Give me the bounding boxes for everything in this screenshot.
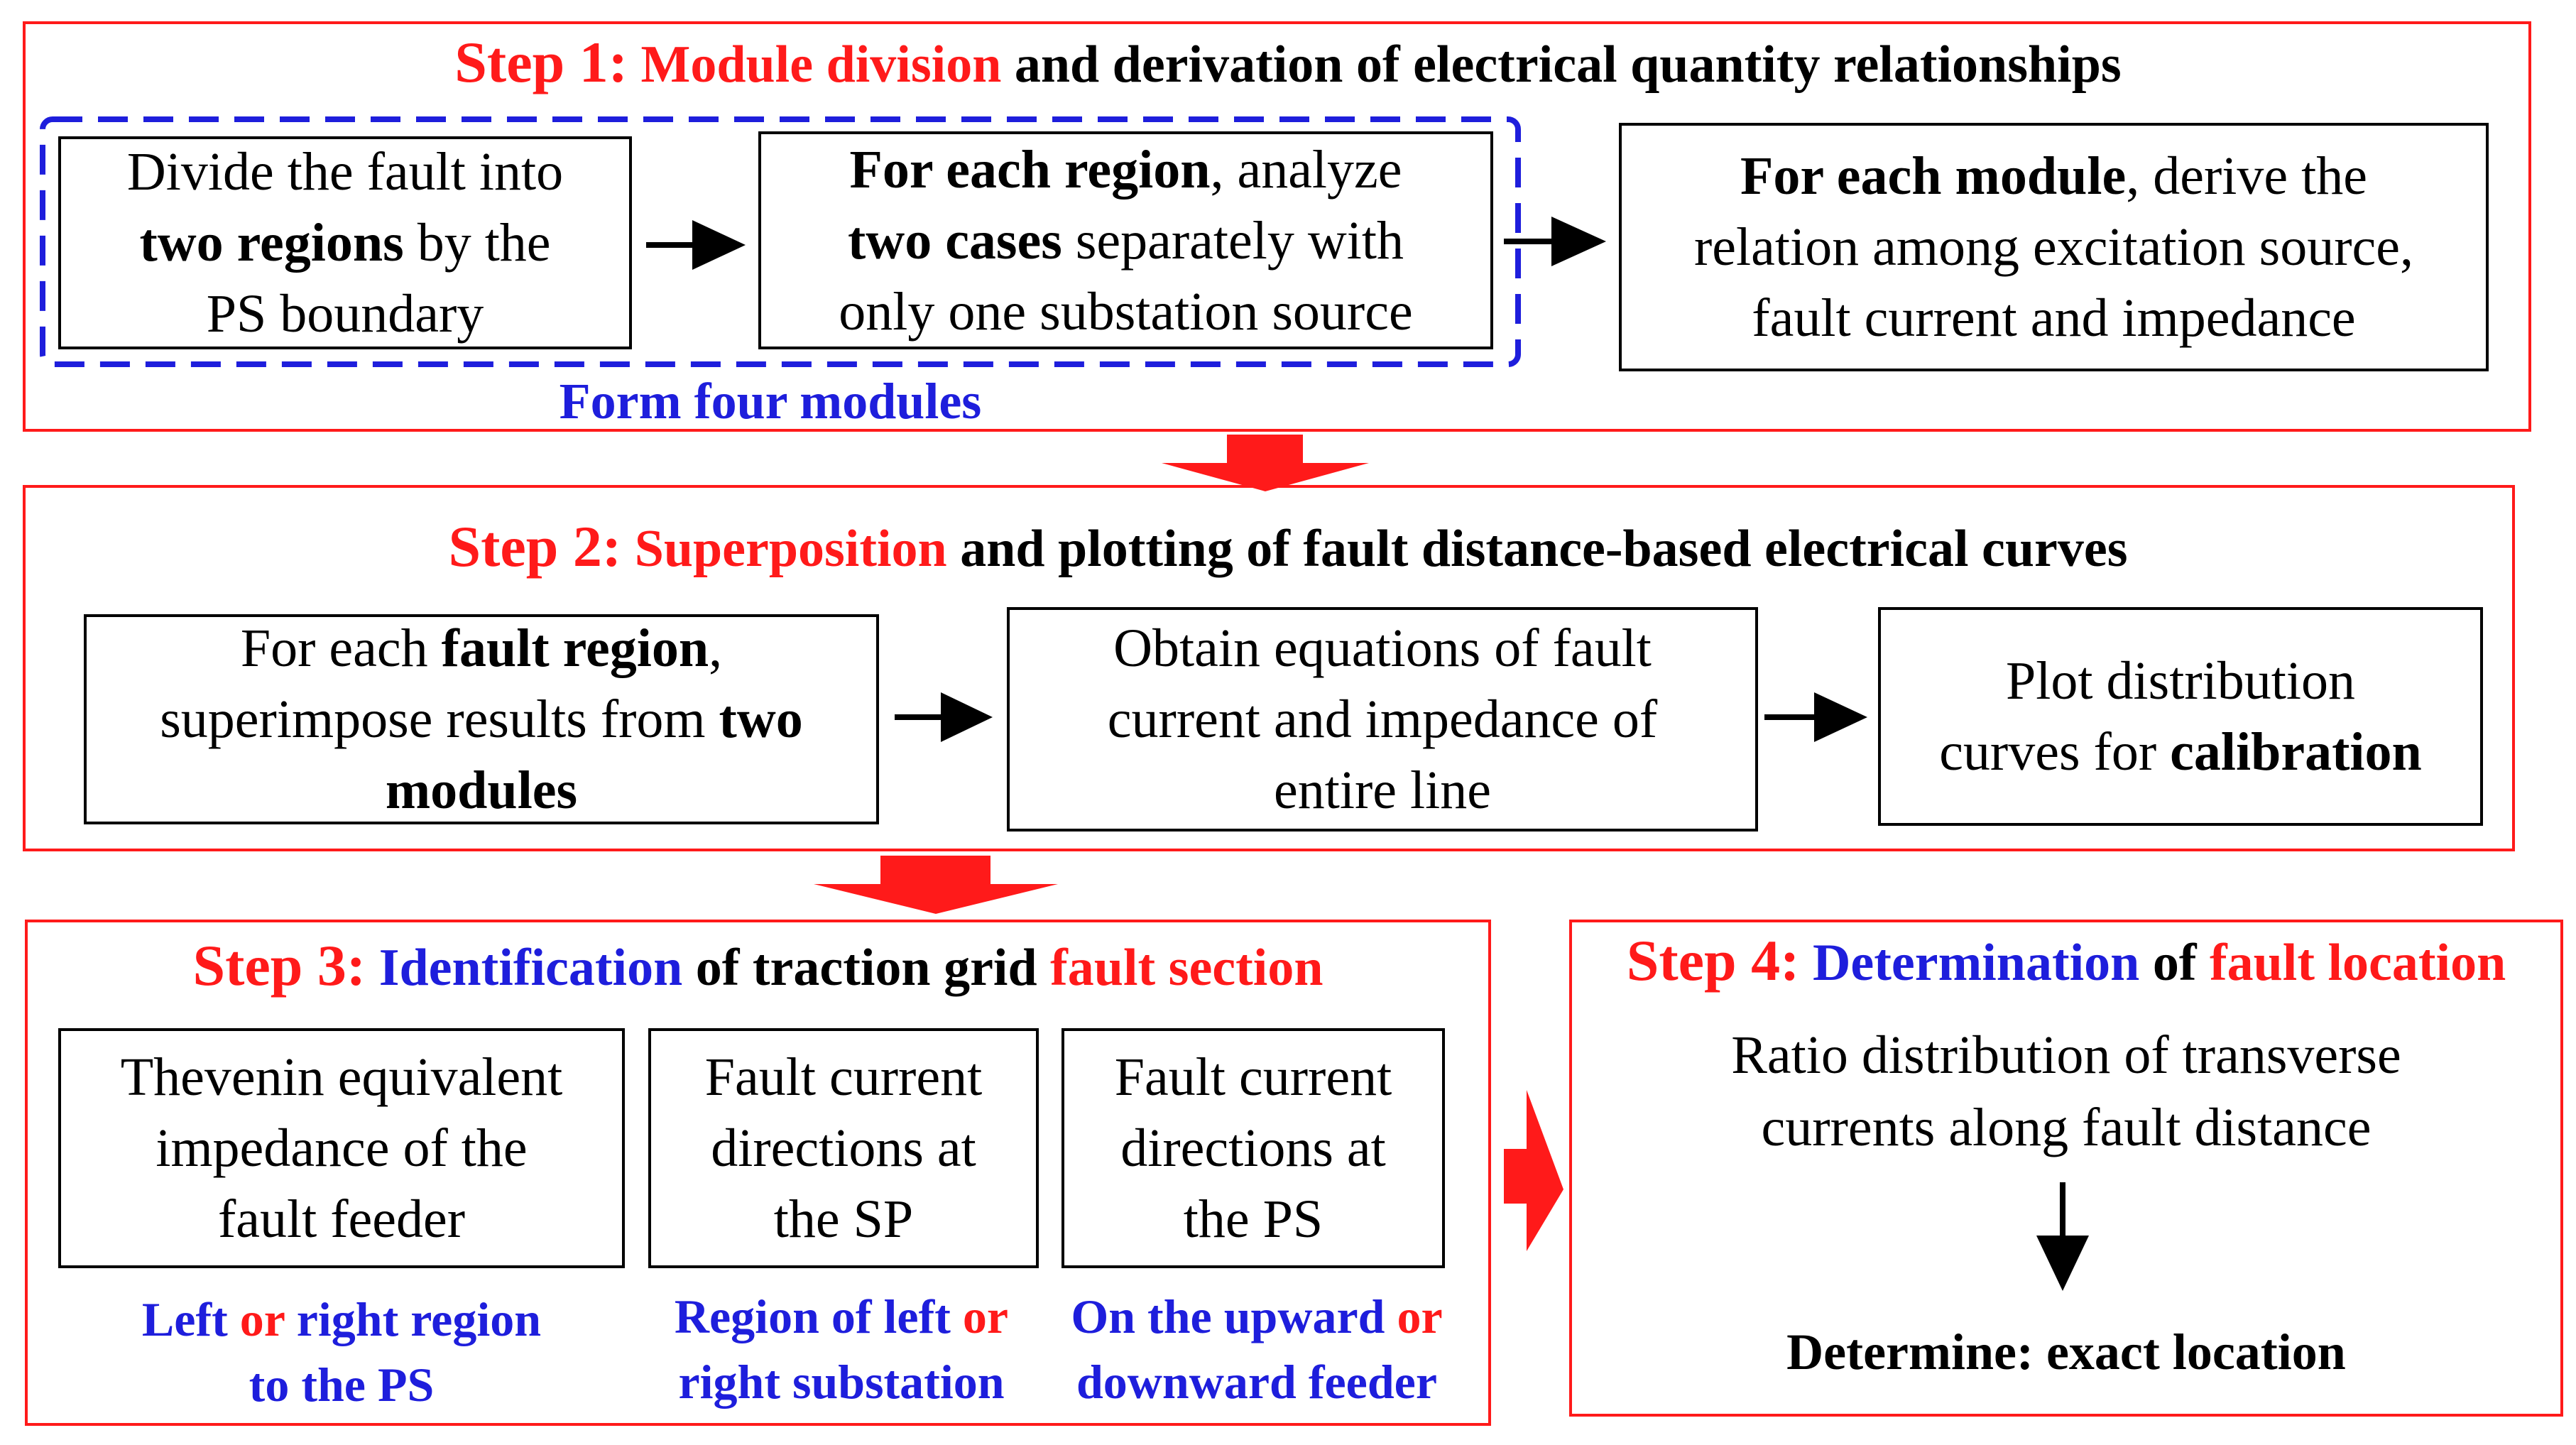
step2-box-superimpose: For each fault region, superimpose resul… [84, 614, 879, 824]
arrow-right-icon [1504, 217, 1606, 266]
red-arrow-right-icon [1504, 1090, 1563, 1251]
step2-title-highlight: Superposition [634, 520, 947, 578]
step4-title-mid: of [2152, 934, 2197, 992]
arrow-down-icon [2036, 1182, 2089, 1291]
step3-step-label: Step 3: [192, 933, 366, 998]
step4-title: Step 4: Determination of fault location [1569, 927, 2563, 997]
step3-label-substation: Region of left or right substation [674, 1289, 1009, 1409]
step3-box-directions-ps: Fault current directions at the PS [1061, 1028, 1445, 1268]
arrow-right-icon [646, 220, 746, 270]
step3-title-highlight-red: fault section [1050, 939, 1324, 997]
red-arrow-down-icon [814, 856, 1058, 914]
step1-title-rest: and derivation of electrical quantity re… [1014, 36, 2122, 94]
step1-title: Step 1: Module division and derivation o… [0, 28, 2576, 99]
step3-title-highlight-blue: Identification [378, 939, 683, 997]
step1-box-derive-relation: For each module, derive the relation amo… [1619, 123, 2489, 371]
step1-box-analyze-cases: For each region, analyze two cases separ… [758, 131, 1493, 349]
step4-frame [1569, 920, 2563, 1417]
step2-title: Step 2: Superposition and plotting of fa… [0, 513, 2576, 583]
step1-frame [23, 21, 2531, 432]
step2-step-label: Step 2: [448, 514, 622, 579]
arrow-right-icon [895, 692, 993, 742]
step4-title-highlight-blue: Determination [1812, 934, 2140, 992]
step1-step-label: Step 1: [454, 30, 628, 94]
step1-box-divide-regions: Divide the fault into two regions by the… [58, 136, 632, 349]
step3-title-mid: of traction grid [695, 939, 1037, 997]
step3-frame [25, 920, 1491, 1426]
step3-label-region: Left or right region to the PS [141, 1292, 542, 1412]
step2-box-plot-curves: Plot distribution curves for calibration [1878, 607, 2483, 826]
step1-group-label: Form four modules [559, 373, 982, 430]
red-arrow-down-icon [1162, 435, 1369, 491]
step4-title-highlight-red: fault location [2209, 934, 2506, 992]
step4-step-label: Step 4: [1626, 928, 1800, 993]
step1-title-highlight: Module division [640, 36, 1002, 94]
step4-description: Ratio distribution of transverse current… [1731, 1025, 2401, 1157]
step3-title: Step 3: Identification of traction grid … [25, 932, 1491, 1002]
step3-label-feeder: On the upward or downward feeder [1071, 1289, 1443, 1409]
step2-title-rest: and plotting of fault distance-based ele… [960, 520, 2128, 578]
step3-box-thevenin: Thevenin equivalent impedance of the fau… [58, 1028, 625, 1268]
arrow-right-icon [1764, 692, 1867, 742]
step3-box-directions-sp: Fault current directions at the SP [648, 1028, 1039, 1268]
step2-box-obtain-equations: Obtain equations of fault current and im… [1007, 607, 1758, 831]
step4-result: Determine: exact location [1786, 1324, 2346, 1380]
four-modules-dashed-group [40, 116, 1521, 367]
